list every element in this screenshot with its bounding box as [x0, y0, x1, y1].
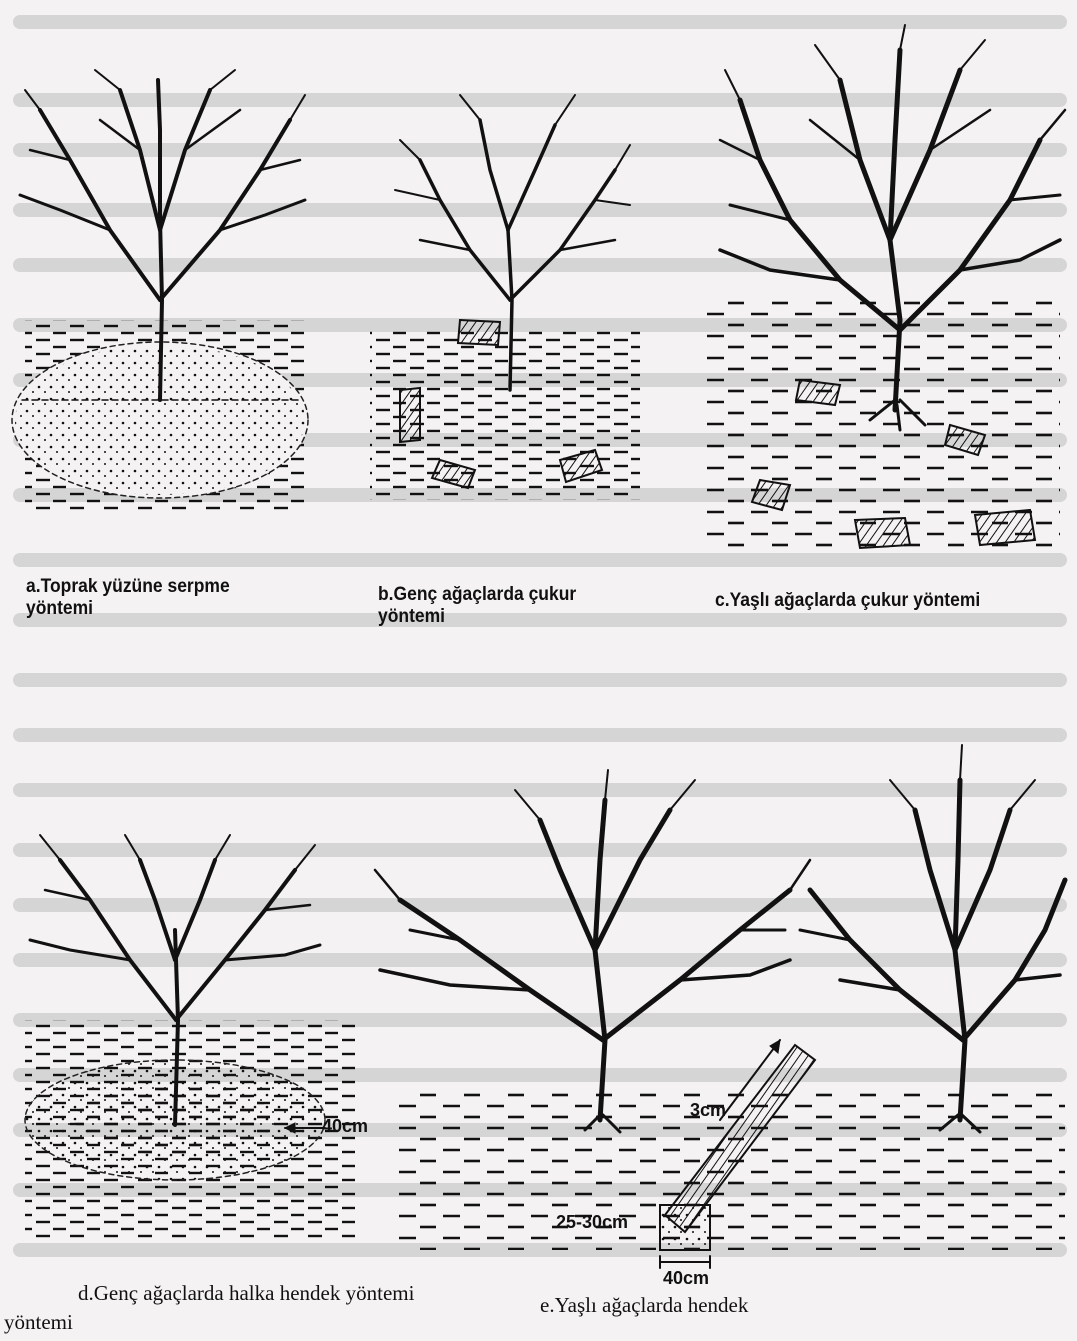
dimension-d-depth: 40cm [322, 1116, 368, 1137]
panel-a-surface-broadcast [12, 70, 308, 510]
fertilizer-pit [796, 380, 840, 405]
panel-d-ring-trench [25, 835, 355, 1240]
trench-section [660, 1205, 710, 1250]
dimension-e-width-bottom: 40cm [663, 1268, 709, 1289]
panel-e-trench [375, 745, 1065, 1268]
caption-a-line2: yöntemi [26, 598, 230, 620]
caption-c-line1: c.Yaşlı ağaçlarda çukur yöntemi [715, 590, 980, 612]
caption-b: b.Genç ağaçlarda çukur yöntemi [378, 584, 576, 628]
caption-c: c.Yaşlı ağaçlarda çukur yöntemi [715, 590, 980, 612]
fertilizer-pit [855, 518, 910, 548]
caption-a: a.Toprak yüzüne serpme yöntemi [26, 576, 230, 620]
dimension-e-depth: 25-30cm [556, 1212, 628, 1233]
caption-a-line1: a.Toprak yüzüne serpme [26, 576, 230, 598]
caption-b-line2: yöntemi [378, 606, 576, 628]
caption-d-line2: yöntemi [4, 1310, 73, 1335]
fertilizer-pit [975, 510, 1035, 545]
caption-e-line1: e.Yaşlı ağaçlarda hendek [540, 1293, 748, 1318]
fertilizer-pit [458, 320, 500, 345]
caption-d-line1: d.Genç ağaçlarda halka hendek yöntemi [78, 1281, 414, 1306]
dimension-e-width-top: 3cm [690, 1100, 726, 1121]
fertilizer-pit [400, 388, 420, 442]
caption-b-line1: b.Genç ağaçlarda çukur [378, 584, 576, 606]
